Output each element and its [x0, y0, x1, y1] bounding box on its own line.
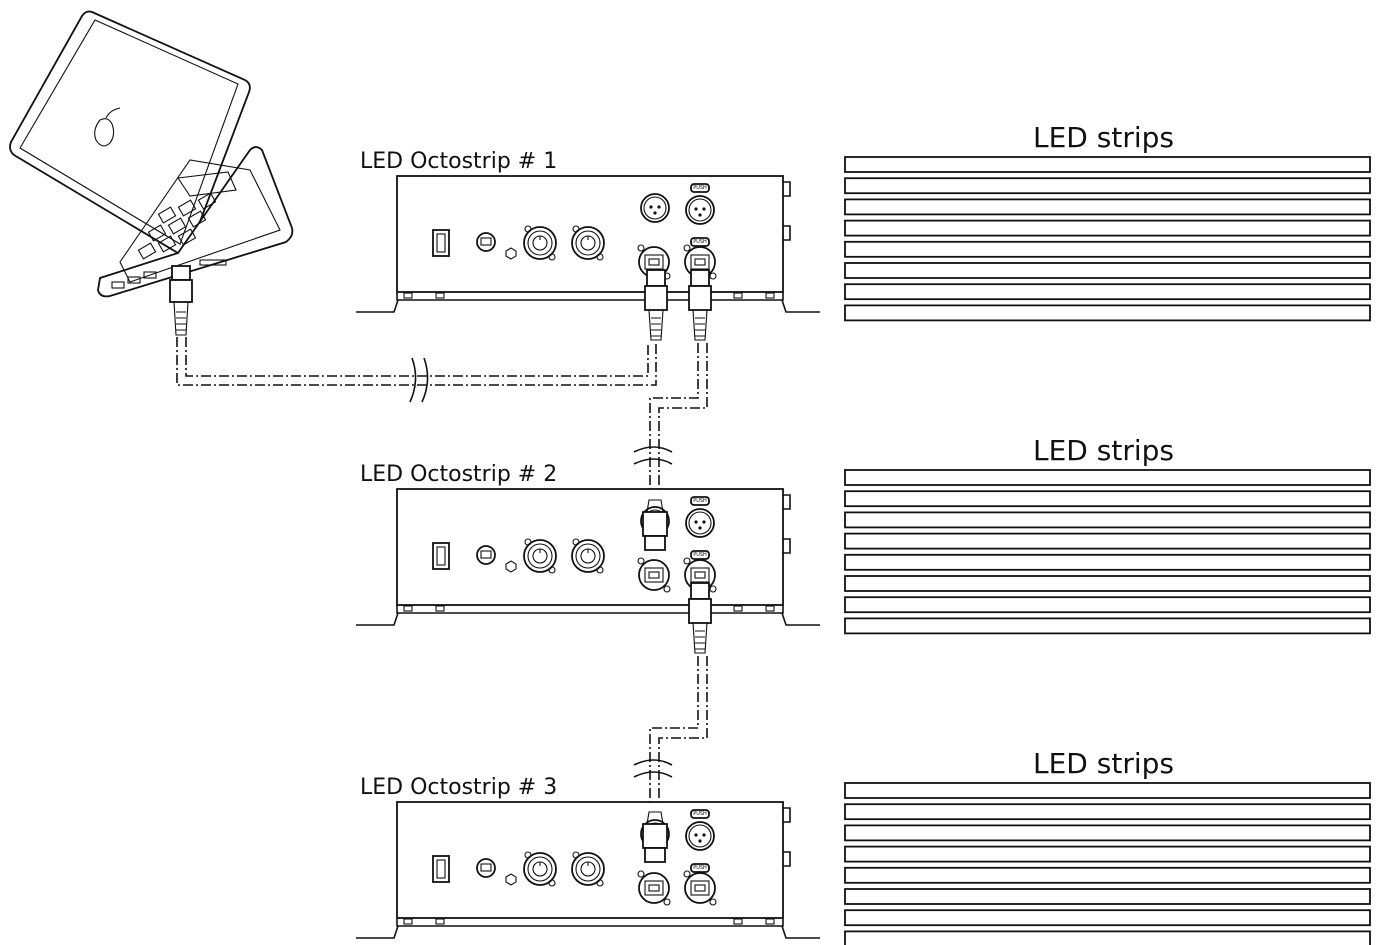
unit-label: LED Octostrip # 1: [360, 149, 557, 174]
svg-text:PUSH: PUSH: [693, 865, 707, 871]
led-strip: [844, 909, 1371, 927]
dmx-out-connector: [685, 508, 715, 538]
power-in-connector: [523, 851, 557, 887]
dmx-out-connector: [685, 821, 715, 851]
led-strip: [844, 511, 1371, 529]
unit-label: LED Octostrip # 3: [360, 775, 557, 800]
power-in-connector: [523, 225, 557, 261]
led-strip: [844, 177, 1371, 195]
led-strip: [844, 845, 1371, 863]
cable-unit1-to-unit2: [633, 343, 708, 500]
led-strip: [844, 553, 1371, 571]
led-strip: [844, 803, 1371, 821]
unit-1: LED Octostrip # 1 PUSH PUSH: [356, 149, 820, 341]
power-out-connector: [571, 538, 605, 574]
led-strips-group-1: LED strips: [844, 121, 1371, 322]
led-strip: [844, 283, 1371, 301]
power-out-connector: [571, 851, 605, 887]
fuse-holder-icon: [476, 545, 496, 565]
cable-laptop-to-unit1: [176, 337, 657, 403]
cable-unit2-to-unit3: [633, 656, 708, 812]
led-strip: [844, 888, 1371, 905]
keyboard: [137, 171, 237, 260]
led-strip: [844, 866, 1371, 884]
dmx-out-connector: [685, 195, 715, 225]
power-in-connector: [523, 538, 557, 574]
svg-text:PUSH: PUSH: [693, 185, 707, 191]
led-strip: [844, 930, 1371, 945]
logo-icon: [94, 107, 121, 147]
led-strip: [844, 532, 1371, 550]
strips-label: LED strips: [1033, 434, 1174, 467]
led-strip: [844, 156, 1371, 173]
laptop: [9, 10, 294, 336]
led-strip: [844, 469, 1371, 486]
led-strips-group-2: LED strips: [844, 434, 1371, 635]
power-switch-icon: [432, 229, 450, 257]
led-strip: [844, 219, 1371, 237]
unit-label: LED Octostrip # 2: [360, 462, 557, 487]
svg-text:PUSH: PUSH: [693, 498, 707, 504]
incoming-plug: [642, 499, 668, 551]
power-out-connector: [571, 225, 605, 261]
led-strip: [844, 262, 1371, 279]
led-strip: [844, 596, 1371, 614]
fuse-holder-icon: [476, 232, 496, 252]
svg-text:PUSH: PUSH: [693, 811, 707, 817]
strips-label: LED strips: [1033, 121, 1174, 154]
power-switch-icon: [432, 855, 450, 883]
power-switch-icon: [432, 542, 450, 570]
svg-text:PUSH: PUSH: [693, 239, 707, 245]
unit-2: LED Octostrip # 2 PUSH PUSH: [356, 462, 820, 654]
led-strip: [844, 575, 1371, 592]
strips-label: LED strips: [1033, 747, 1174, 780]
incoming-plug: [642, 811, 668, 863]
led-strip: [844, 490, 1371, 508]
unit-3: LED Octostrip # 3 PUSH PUSH: [356, 775, 820, 939]
led-strip: [844, 617, 1371, 635]
led-strip: [844, 824, 1371, 842]
led-strip: [844, 198, 1371, 216]
led-strip: [844, 782, 1371, 799]
svg-text:PUSH: PUSH: [693, 552, 707, 558]
dmx-in-connector: [640, 193, 670, 223]
led-strip: [844, 304, 1371, 322]
led-strips-group-3: LED strips: [844, 747, 1371, 945]
fuse-holder-icon: [476, 858, 496, 878]
led-strip: [844, 240, 1371, 258]
